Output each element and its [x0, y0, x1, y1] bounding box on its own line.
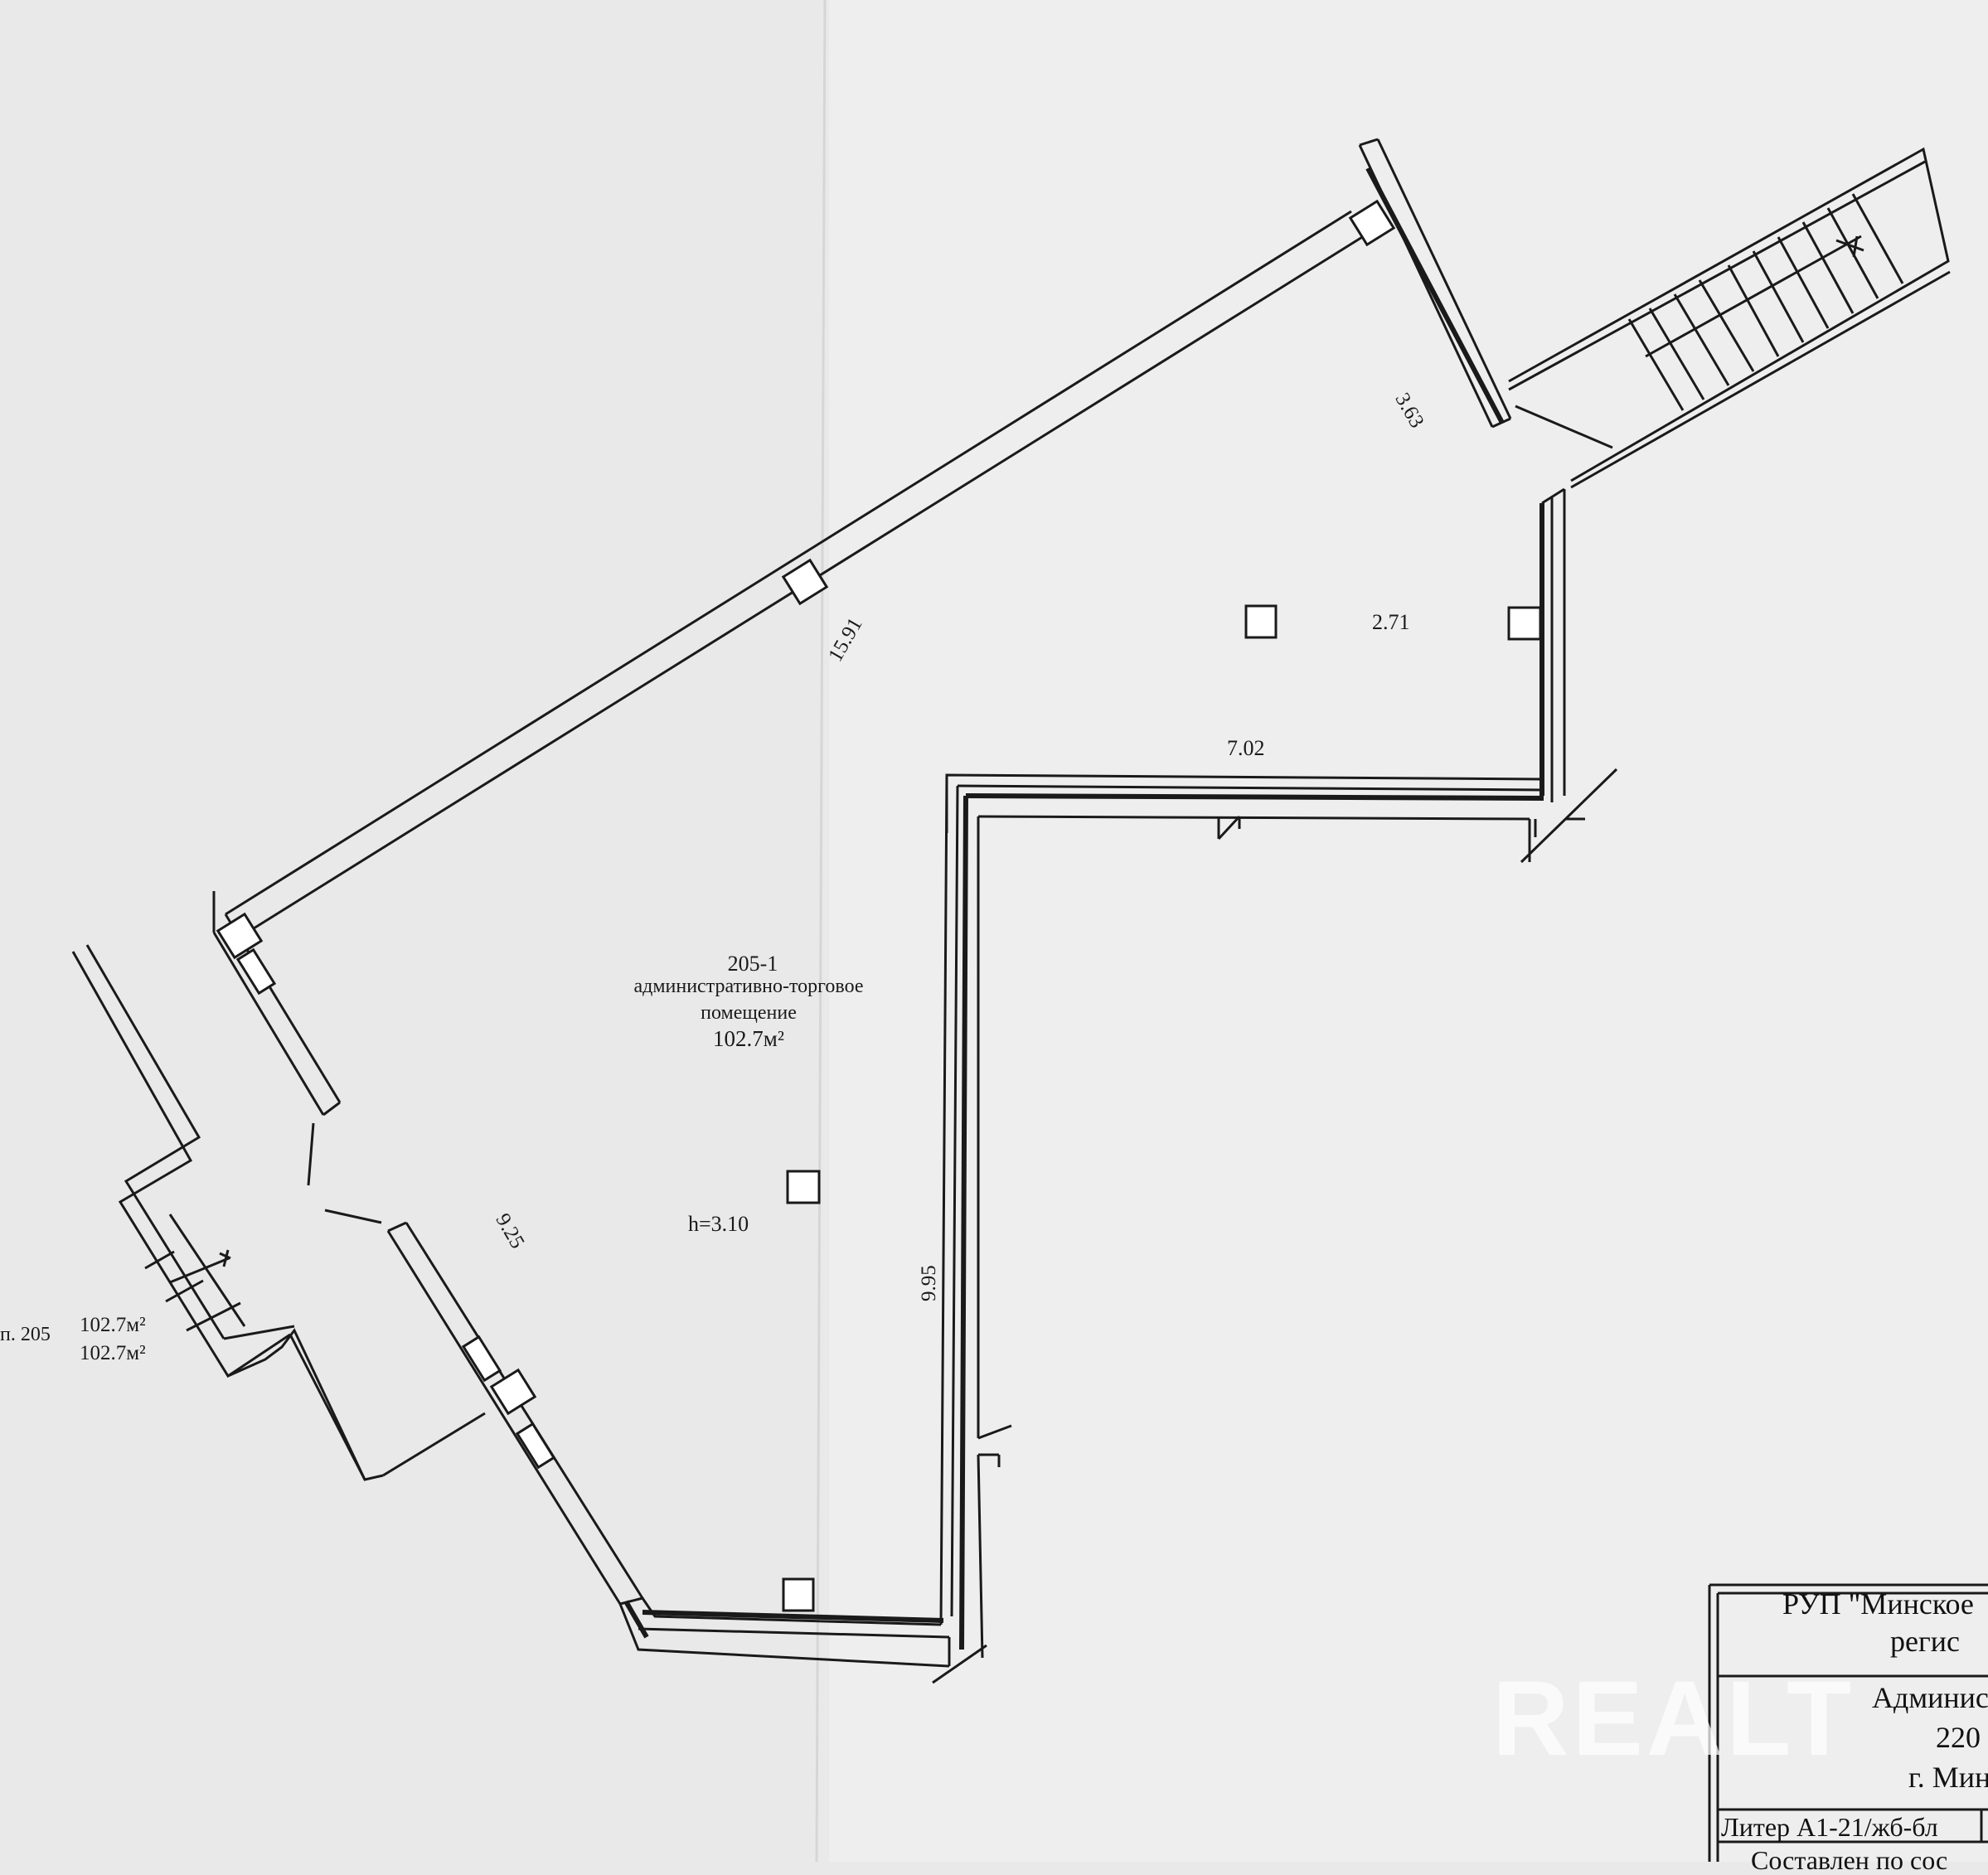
column — [1244, 604, 1278, 639]
column — [786, 1170, 821, 1204]
stamp-org-line1: РУП "Минское — [1782, 1587, 1974, 1621]
column — [235, 947, 277, 996]
wall-vertical — [932, 774, 1012, 1684]
column — [515, 1422, 556, 1470]
wall-east — [1520, 487, 1618, 864]
realt-watermark: REALT — [1492, 1659, 1855, 1778]
stamp-liter: Литер А1-21/жб-бл — [1721, 1812, 1938, 1842]
stamp-city: г. Мин — [1908, 1761, 1988, 1794]
wall-lower-left — [71, 944, 486, 1481]
column — [216, 912, 264, 960]
ceiling-height: h=3.10 — [688, 1212, 749, 1236]
room-name-line1: административно-торговое — [633, 976, 864, 997]
column — [1348, 199, 1396, 247]
stamp-admin: Админис — [1872, 1681, 1988, 1714]
wall-southwest — [324, 1209, 644, 1605]
stamp-bottom: Составлен по сос — [1751, 1845, 1948, 1875]
staircase-top — [1508, 147, 1951, 489]
column — [781, 558, 829, 606]
column — [782, 1577, 815, 1612]
column — [1507, 606, 1542, 641]
dimension-label: 7.02 — [1227, 736, 1265, 760]
wall-northeast — [1358, 138, 1512, 429]
stamp-org-line2: регис — [1890, 1625, 1960, 1658]
room-id: 205-1 — [727, 952, 778, 976]
stamp-code: 220 — [1936, 1721, 1981, 1754]
room-name-line2: помещение — [701, 1002, 797, 1024]
dimension-label: 2.71 — [1372, 610, 1410, 634]
wall-south — [618, 1596, 951, 1668]
column — [489, 1368, 537, 1416]
column — [461, 1335, 502, 1383]
area-label-1: 102.7м² — [80, 1314, 146, 1336]
apartment-label: п. 205 — [0, 1324, 51, 1345]
stamp-table — [1708, 1583, 1988, 1862]
room-area: 102.7м² — [713, 1026, 784, 1051]
area-label-2: 102.7м² — [80, 1342, 146, 1364]
dimension-label: 9.95 — [918, 1265, 940, 1301]
